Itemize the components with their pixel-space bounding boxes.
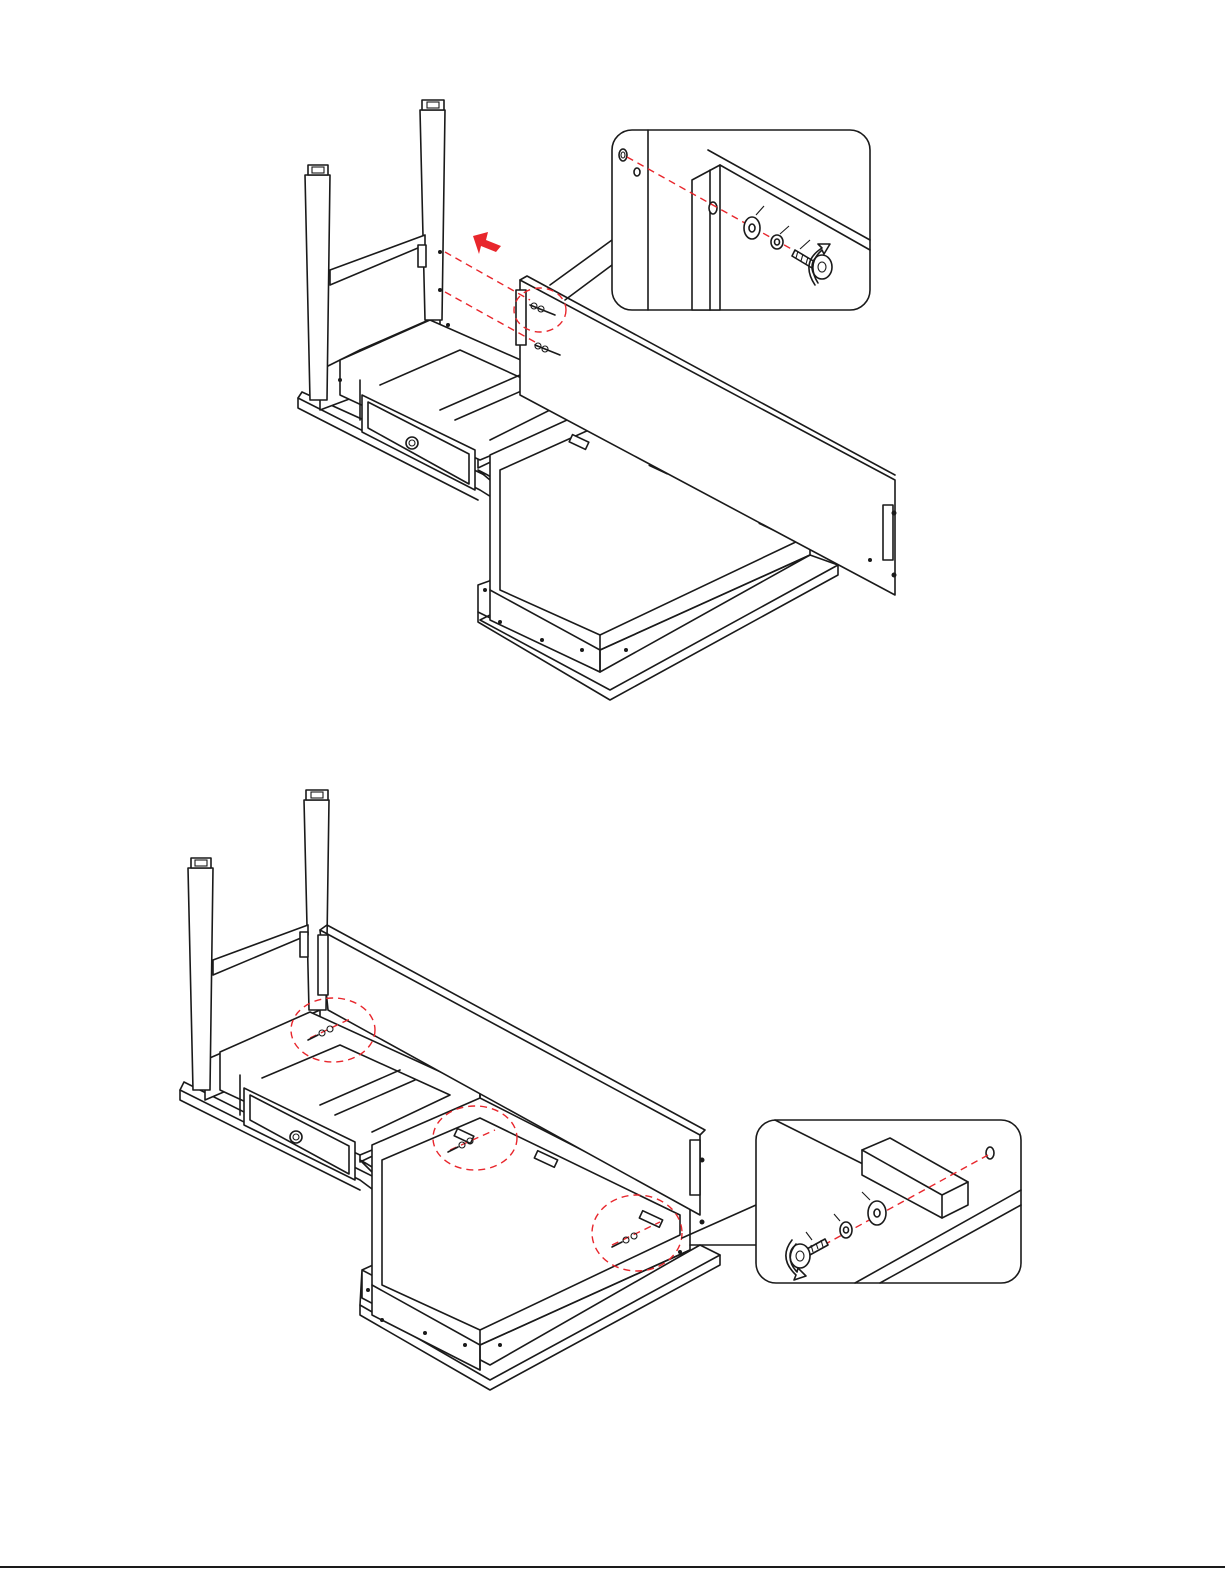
upper-detail-callout <box>550 130 870 310</box>
lower-detail-callout <box>682 1120 1021 1283</box>
lower-assembly-figure <box>180 790 1021 1390</box>
red-arrow-icon <box>473 232 501 254</box>
leg-left <box>188 868 213 1090</box>
leg-left <box>305 175 330 400</box>
upper-assembly-figure <box>298 100 897 700</box>
drawer-knob <box>406 437 418 449</box>
drawer-knob <box>290 1131 302 1143</box>
footer-rule <box>0 1566 1225 1568</box>
